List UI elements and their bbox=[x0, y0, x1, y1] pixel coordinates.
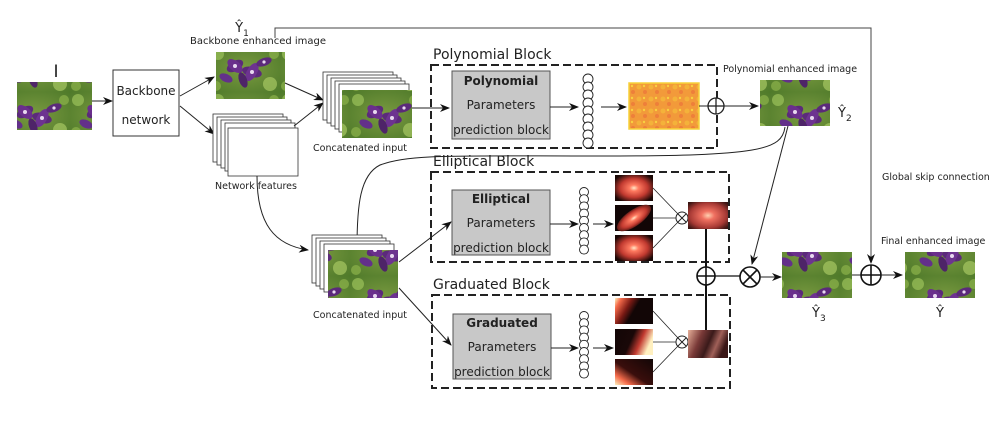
elliptical-map-3 bbox=[615, 235, 653, 261]
neuron-node bbox=[579, 244, 589, 255]
graduated-multiply-operator bbox=[675, 335, 689, 349]
elliptical-map-2 bbox=[615, 204, 653, 232]
graduated-neurons bbox=[579, 311, 589, 379]
global-skip-connection-line bbox=[274, 27, 875, 264]
arrow-y1-to-concat bbox=[284, 82, 324, 101]
network-features-label: Network features bbox=[215, 181, 297, 192]
polynomial-box-line3: prediction block bbox=[453, 123, 549, 137]
neuron-node bbox=[582, 137, 594, 149]
backbone-enhanced-image bbox=[216, 52, 285, 99]
arrow-backbone-to-features bbox=[179, 105, 215, 135]
graduated-box-line3: prediction block bbox=[454, 365, 550, 379]
polynomial-enhanced-image bbox=[760, 80, 830, 126]
final-enhanced-image bbox=[905, 252, 975, 298]
combine-add-operator bbox=[696, 266, 716, 286]
backbone-enhanced-label: Backbone enhanced image bbox=[190, 36, 326, 47]
backbone-label-line1: Backbone bbox=[116, 84, 175, 98]
arrow-y2-to-concat-bottom bbox=[353, 126, 786, 249]
elliptical-neurons bbox=[579, 187, 589, 255]
graduated-box-line1: Graduated bbox=[466, 316, 538, 330]
graduated-map-2 bbox=[615, 329, 653, 355]
elliptical-box-line1: Elliptical bbox=[472, 192, 530, 206]
graduated-box-line2: Parameters bbox=[468, 340, 537, 354]
graduated-map-1 bbox=[615, 298, 653, 324]
combine-multiply-operator bbox=[739, 266, 761, 288]
concat-input-top-label: Concatenated input bbox=[313, 143, 407, 154]
polynomial-neurons bbox=[582, 73, 594, 149]
backbone-label-line2: network bbox=[122, 113, 171, 127]
polynomial-box-line2: Parameters bbox=[467, 98, 536, 112]
elliptical-box-line2: Parameters bbox=[467, 216, 536, 230]
line-ellip1-to-mult bbox=[652, 187, 679, 215]
polynomial-params-box bbox=[451, 70, 551, 140]
graduated-output-map bbox=[688, 330, 728, 358]
arrow-concat-to-graduated bbox=[398, 287, 452, 346]
concat-input-bottom-label: Concatenated input bbox=[313, 310, 407, 321]
concat-input-top-stack bbox=[322, 71, 412, 138]
polynomial-add-operator bbox=[707, 97, 725, 115]
graduated-params-box bbox=[452, 313, 552, 380]
arrow-y2-to-multiply bbox=[750, 125, 789, 265]
input-symbol: I bbox=[53, 62, 58, 82]
final-enhanced-label: Final enhanced image bbox=[881, 236, 986, 247]
elliptical-params-box bbox=[451, 189, 551, 256]
elliptical-output-map bbox=[688, 202, 728, 229]
arrow-features-to-concat bbox=[293, 102, 324, 127]
polynomial-enhanced-label: Polynomial enhanced image bbox=[723, 64, 857, 75]
graduated-block-title: Graduated Block bbox=[433, 277, 551, 293]
arrow-concat-to-elliptical bbox=[398, 221, 452, 263]
y1-symbol: Ŷ1 bbox=[234, 20, 249, 39]
y2-symbol: Ŷ2 bbox=[837, 105, 852, 124]
concat-input-bottom-stack bbox=[311, 234, 398, 298]
elliptical-multiply-operator bbox=[675, 211, 689, 225]
polynomial-block-title: Polynomial Block bbox=[433, 47, 552, 63]
network-features-stack bbox=[212, 113, 299, 177]
graduated-map-3 bbox=[615, 359, 653, 385]
elliptical-block-title: Elliptical Block bbox=[433, 154, 535, 170]
arrow-features-to-concat-bottom bbox=[256, 175, 309, 253]
final-add-operator bbox=[860, 264, 882, 286]
input-image bbox=[17, 82, 92, 130]
backbone-network-box bbox=[112, 69, 180, 137]
line-grad1-to-mult bbox=[652, 310, 679, 339]
neuron-node bbox=[579, 368, 589, 379]
arrow-backbone-to-y1 bbox=[179, 76, 215, 97]
global-skip-label: Global skip connection bbox=[882, 172, 990, 183]
y3-symbol: Ŷ3 bbox=[811, 305, 826, 324]
y3-image bbox=[782, 252, 852, 298]
final-symbol: Ŷ bbox=[935, 305, 944, 321]
line-grad3-to-mult bbox=[652, 345, 679, 373]
line-ellip3-to-mult bbox=[652, 221, 679, 249]
elliptical-map-1 bbox=[615, 175, 653, 201]
graduated-block-frame bbox=[431, 294, 731, 389]
elliptical-block-frame bbox=[430, 171, 730, 263]
elliptical-box-line3: prediction block bbox=[453, 241, 549, 255]
polynomial-box-line1: Polynomial bbox=[464, 74, 539, 88]
polynomial-map-image bbox=[628, 82, 700, 130]
